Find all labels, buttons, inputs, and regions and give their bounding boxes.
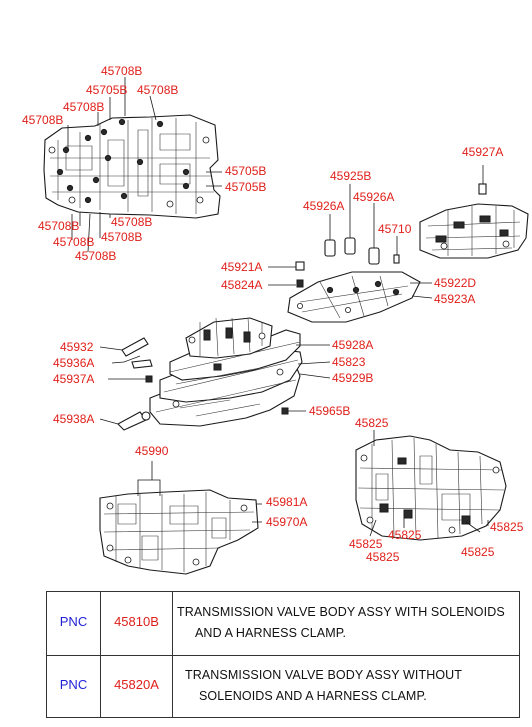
valve-body-bottom-left [99,461,262,575]
callout-45937A[interactable]: 45937A [53,372,95,386]
callout-45923A[interactable]: 45923A [434,292,476,306]
valve-body-bottom-right [355,430,507,541]
description-line-1: TRANSMISSION VALVE BODY ASSY WITHOUT [185,668,463,682]
legend-row: PNC 45810B TRANSMISSION VALVE BODY ASSY … [47,592,519,656]
callout-45970A[interactable]: 45970A [266,515,308,529]
callout-45927A[interactable]: 45927A [462,145,504,159]
part-description: TRANSMISSION VALVE BODY ASSY WITHOUT SOL… [185,665,517,707]
legend-row: PNC 45820A TRANSMISSION VALVE BODY ASSY … [47,655,519,717]
pnc-label: PNC [59,614,88,629]
callout-45824A[interactable]: 45824A [221,278,263,292]
callout-45708B[interactable]: 45708B [101,230,143,244]
callout-45710[interactable]: 45710 [378,222,412,236]
exploded-view-drawing [43,77,529,575]
callout-45932[interactable]: 45932 [60,340,94,354]
pnc-legend-table: PNC 45810B TRANSMISSION VALVE BODY ASSY … [46,591,520,718]
description-line-1: TRANSMISSION VALVE BODY ASSY WITH SOLENO… [177,605,505,619]
callout-45708B[interactable]: 45708B [38,219,80,233]
description-cell: TRANSMISSION VALVE BODY ASSY WITHOUT SOL… [173,655,519,717]
part-code[interactable]: 45810B [114,614,159,629]
description-line-2: SOLENOIDS AND A HARNESS CLAMP. [199,689,427,703]
pnc-cell: PNC [47,655,101,717]
callout-45825[interactable]: 45825 [355,416,389,430]
callout-45823[interactable]: 45823 [332,355,366,369]
valve-body-stack-center [99,317,331,431]
valve-body-plate-top-left [43,114,221,219]
description-line-2: AND A HARNESS CLAMP. [195,626,347,640]
callout-45926A[interactable]: 45926A [353,190,395,204]
pnc-cell: PNC [47,592,101,655]
callout-45708B[interactable]: 45708B [75,249,117,263]
callout-45928A[interactable]: 45928A [332,338,374,352]
callout-45708B[interactable]: 45708B [101,64,143,78]
callout-45708B[interactable]: 45708B [111,215,153,229]
callout-45926A[interactable]: 45926A [303,199,345,213]
callout-45825[interactable]: 45825 [461,545,495,559]
part-description: TRANSMISSION VALVE BODY ASSY WITH SOLENO… [177,602,517,644]
callout-45965B[interactable]: 45965B [309,404,351,418]
callout-45708B[interactable]: 45708B [53,235,95,249]
callout-45929B[interactable]: 45929B [332,371,374,385]
callout-45825[interactable]: 45825 [366,550,400,564]
code-cell: 45820A [101,655,173,717]
callout-45708B[interactable]: 45708B [63,100,105,114]
description-cell: TRANSMISSION VALVE BODY ASSY WITH SOLENO… [173,592,519,655]
callout-45825[interactable]: 45825 [388,528,422,542]
callout-45705B[interactable]: 45705B [225,164,267,178]
callout-45938A[interactable]: 45938A [53,412,95,426]
callout-45705B[interactable]: 45705B [86,83,128,97]
callout-45936A[interactable]: 45936A [53,356,95,370]
valve-body-top-right [419,165,529,259]
callout-45921A[interactable]: 45921A [221,260,263,274]
callout-45708B[interactable]: 45708B [137,83,179,97]
callout-45925B[interactable]: 45925B [330,169,372,183]
callout-45825[interactable]: 45825 [490,520,524,534]
pnc-label: PNC [59,677,88,692]
callout-45990[interactable]: 45990 [135,444,169,458]
code-cell: 45810B [101,592,173,655]
callout-45922D[interactable]: 45922D [434,276,477,290]
callout-45705B[interactable]: 45705B [225,180,267,194]
callout-45825[interactable]: 45825 [349,537,383,551]
callout-45981A[interactable]: 45981A [266,495,308,509]
parts-diagram: 45708B 45705B 45708B 45708B 45708B 45705… [22,64,529,575]
callout-45708B[interactable]: 45708B [22,113,64,127]
leader-lines-top-left [67,77,296,286]
separator-plate [287,271,433,323]
small-plugs-group [295,184,400,288]
part-code[interactable]: 45820A [114,677,159,692]
